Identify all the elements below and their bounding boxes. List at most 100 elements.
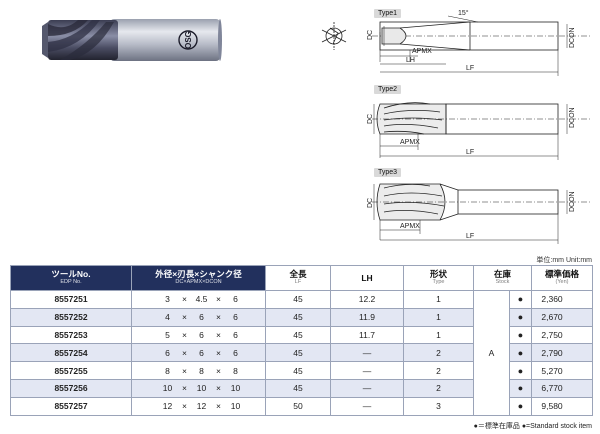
spec-table: ツールNo. EDP No. 外径×刃長×シャンク径 DC×APMX×DCON …	[10, 265, 594, 416]
size-cell: 10 × 10 × 10	[131, 378, 266, 398]
lf-cell: 45	[265, 343, 331, 363]
size-dcon: 6	[233, 312, 238, 323]
price-cell: 2,750	[531, 325, 594, 345]
lf-cell: 45	[265, 290, 331, 309]
type-cell: 3	[403, 396, 474, 416]
stock-dot: ●	[508, 290, 533, 309]
type3-lf: LF	[466, 233, 474, 240]
type-cell: 1	[403, 307, 474, 327]
type1-angle: 15°	[458, 9, 469, 17]
stock-dot: ●	[508, 325, 533, 345]
times-sign: ×	[182, 365, 187, 376]
svg-text:OSG: OSG	[184, 31, 193, 49]
edp-no: 8557257	[10, 396, 132, 416]
size-cell: 5×6×6	[131, 325, 266, 345]
header-lh: LH	[330, 265, 404, 291]
size-apmx: 4.5	[195, 294, 208, 305]
stock-dot: ●	[508, 361, 533, 380]
lf-cell: 45	[265, 378, 331, 398]
type-cell: 2	[403, 378, 474, 398]
type2-dcon: DCON	[569, 107, 576, 128]
unit-note: 単位:mm Unit:mm	[536, 257, 592, 264]
size-dc: 10	[162, 383, 173, 394]
edp-no: 8557255	[10, 361, 132, 380]
times-sign: ×	[182, 294, 187, 305]
size-dc: 12	[162, 401, 173, 412]
size-dcon: 10	[230, 383, 241, 394]
type1-dcon: DCON	[569, 27, 576, 48]
lh-cell: —	[330, 378, 404, 398]
stock-dot: ●	[508, 396, 533, 416]
type2-label: Type2	[374, 85, 402, 94]
lh-cell: —	[330, 396, 404, 416]
type1-lf: LF	[466, 65, 474, 72]
size-apmx: 8	[199, 365, 204, 376]
edp-no: 8557251	[10, 290, 132, 309]
times-sign: ×	[182, 347, 187, 358]
lh-cell: 12.2	[330, 290, 404, 309]
lf-cell: 45	[265, 361, 331, 380]
size-dc: 3	[165, 294, 170, 305]
stock-dot: ●	[508, 378, 533, 398]
times-sign: ×	[182, 383, 187, 394]
type-cell: 1	[403, 325, 474, 345]
size-dc: 8	[165, 365, 170, 376]
type2-lf: LF	[466, 149, 474, 156]
edp-no: 8557254	[10, 343, 132, 363]
stock-dot: ●	[508, 343, 533, 363]
stock-dot: ●	[508, 307, 533, 327]
times-sign: ×	[216, 401, 221, 412]
type1-dc: DC	[367, 30, 374, 40]
type3-apmx: APMX	[400, 223, 420, 230]
size-cell: 3×4.5×6	[131, 290, 266, 309]
header-stock: 在庫 Stock	[472, 265, 533, 291]
table-header-row: ツールNo. EDP No. 外径×刃長×シャンク径 DC×APMX×DCON …	[10, 265, 594, 291]
size-cell: 12×12×10	[131, 396, 266, 416]
times-sign: ×	[216, 365, 221, 376]
type3-dc: DC	[367, 198, 374, 208]
price-cell: 9,580	[531, 396, 594, 416]
size-apmx: 10	[196, 383, 207, 394]
header-lf: 全長 LF	[265, 265, 331, 291]
type3-drawing	[372, 183, 590, 244]
size-dcon: 6	[233, 347, 238, 358]
lf-cell: 45	[265, 325, 331, 345]
size-apmx: 12	[196, 401, 207, 412]
times-sign: ×	[182, 401, 187, 412]
price-cell: 2,360	[531, 290, 594, 309]
price-cell: 2,790	[531, 343, 594, 363]
end-mill-photo: OSG	[42, 19, 222, 61]
lh-cell: 11.7	[330, 325, 404, 345]
header-tool-no: ツールNo. EDP No.	[10, 265, 132, 291]
times-sign: ×	[216, 383, 221, 394]
times-sign: ×	[216, 329, 221, 340]
type2-dc: DC	[367, 114, 374, 124]
edp-no: 8557252	[10, 307, 132, 327]
type-cell: 2	[403, 343, 474, 363]
size-dc: 5	[165, 329, 170, 340]
lh-cell: 11.9	[330, 307, 404, 327]
type2-drawing	[372, 102, 590, 160]
lf-cell: 50	[265, 396, 331, 416]
size-cell: 8 × 8 × 8	[131, 361, 266, 380]
stock-code: A	[473, 290, 510, 416]
lh-cell: —	[330, 361, 404, 380]
price-cell: 2,670	[531, 307, 594, 327]
type1-lh: LH	[406, 57, 415, 64]
size-apmx: 6	[199, 312, 204, 323]
size-apmx: 6	[199, 347, 204, 358]
end-view-icon	[321, 22, 347, 50]
header-type: 形状 Type	[403, 265, 474, 291]
size-dc: 6	[165, 347, 170, 358]
price-cell: 6,770	[531, 378, 594, 398]
size-apmx: 6	[199, 329, 204, 340]
size-dcon: 8	[233, 365, 238, 376]
type2-apmx: APMX	[400, 139, 420, 146]
times-sign: ×	[216, 294, 221, 305]
size-cell: 6×6×6	[131, 343, 266, 363]
